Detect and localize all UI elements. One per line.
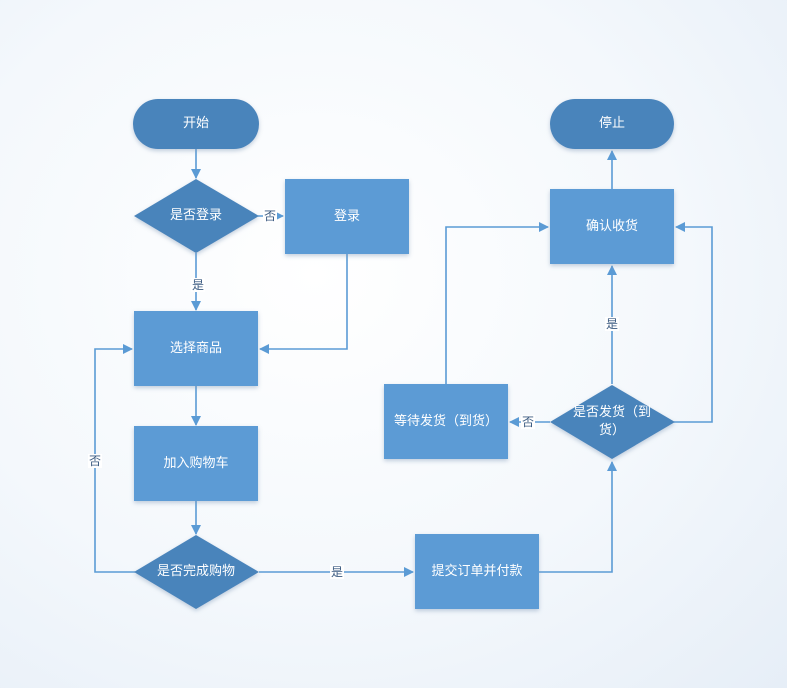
edge-label-shipped-yes: 是: [605, 317, 620, 331]
edge-pay-to-ship-check: [539, 461, 617, 573]
shipped-check-diamond: [550, 385, 675, 459]
edge-label-done-yes: 是: [330, 565, 345, 579]
stop-terminal: [550, 99, 674, 149]
select-product-process: [134, 311, 258, 386]
edge-label-done-no: 否: [88, 454, 103, 468]
edge-wait-to-confirm: [445, 222, 549, 384]
edge-label-login-no: 否: [263, 209, 278, 223]
login-check-diamond: [134, 179, 259, 253]
wait-shipment-process: [384, 384, 508, 459]
edge-login-to-select: [259, 254, 348, 354]
submit-pay-process: [415, 534, 539, 609]
shopping-done-check-diamond: [134, 535, 259, 609]
edge-ship-check-loop: [674, 222, 713, 423]
start-terminal: [133, 99, 259, 149]
edge-label-login-yes: 是: [191, 278, 206, 292]
confirm-receipt-process: [550, 189, 674, 264]
edge-label-shipped-no: 否: [521, 415, 536, 429]
login-process: [285, 179, 409, 254]
add-to-cart-process: [134, 426, 258, 501]
